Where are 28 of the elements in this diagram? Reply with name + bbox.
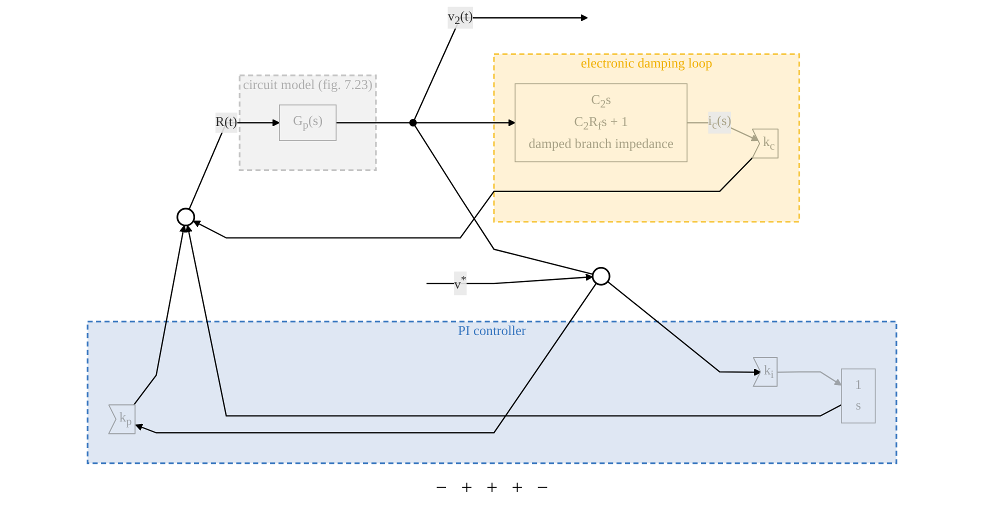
arrow: [192, 156, 754, 239]
node-box: C$_{2}$s C$_{2}$R$_{f}$s + 1 damped branch impedance: [514, 83, 688, 162]
node-circle: [592, 266, 610, 286]
arrow: [188, 119, 280, 210]
arrow: [778, 371, 842, 386]
connector: [336, 122, 410, 124]
arrow: [135, 282, 597, 434]
sign-label: +: [512, 476, 523, 500]
arrow: [133, 225, 187, 406]
connector: [414, 125, 594, 275]
sign-label: +: [486, 476, 498, 500]
arrow: [414, 14, 588, 120]
edge-label: v$_{2}$(t): [448, 9, 473, 26]
arrow: [185, 225, 842, 417]
arrow: [607, 281, 762, 376]
arrow: [426, 274, 593, 284]
sign-label: −: [436, 476, 448, 500]
edge-label: R(t): [215, 115, 238, 130]
edge-label: i$_{c}$(s): [708, 114, 732, 132]
edge-label: v$^{*}$: [454, 273, 466, 292]
node-circle: [176, 208, 196, 226]
node-box: 1 s: [841, 368, 876, 424]
arrow: [687, 122, 759, 142]
node-circle: [409, 118, 417, 127]
sign-label: −: [536, 476, 548, 500]
sign-label: +: [461, 476, 472, 500]
node-box: G$_{p}$(s): [279, 104, 337, 141]
arrow: [416, 119, 516, 126]
